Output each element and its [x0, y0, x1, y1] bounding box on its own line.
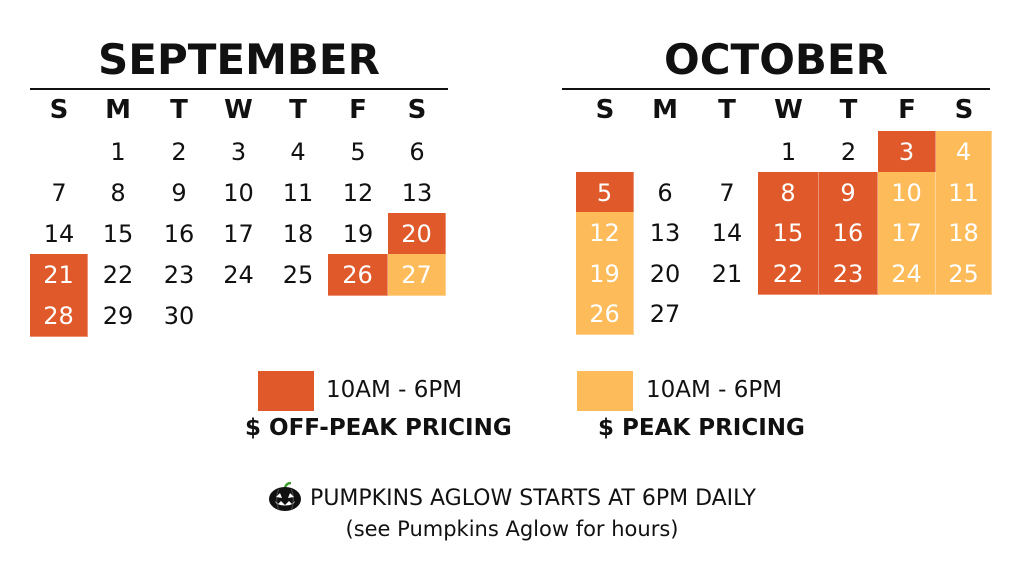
day-cell-peak: 12 [576, 212, 634, 254]
day-cell: 2 [171, 138, 187, 166]
weekday-label: M [105, 95, 131, 125]
month-divider [562, 88, 990, 90]
day-cell: 4 [290, 138, 306, 166]
day-cell: 22 [102, 261, 134, 289]
day-cell-off-peak: 5 [576, 172, 634, 214]
day-cell: 24 [223, 261, 254, 289]
weekday-label: W [774, 95, 803, 125]
day-cell: 6 [409, 138, 425, 166]
day-cell: 20 [649, 260, 681, 288]
day-cell-peak: 10 [878, 172, 936, 214]
day-cell-off-peak: 16 [819, 212, 878, 254]
weekday-label: T [289, 95, 307, 125]
day-cell: 16 [163, 220, 195, 248]
day-cell-off-peak: 9 [819, 172, 878, 214]
day-cell-off-peak: 22 [758, 253, 819, 295]
day-cell-off-peak: 21 [30, 254, 88, 296]
pumpkin-icon [269, 482, 302, 511]
day-cell-off-peak: 15 [758, 212, 819, 254]
day-cell: 11 [282, 179, 314, 207]
weekday-label: M [652, 95, 678, 125]
weekday-label: F [898, 95, 916, 125]
weekday-label: F [349, 95, 367, 125]
day-cell: 5 [350, 138, 366, 166]
day-cell-off-peak: 20 [388, 213, 446, 255]
weekday-label: S [49, 95, 69, 125]
weekday-label: S [407, 95, 427, 125]
day-cell: 7 [719, 179, 735, 207]
day-cell: 9 [171, 179, 187, 207]
weekday-label: T [839, 95, 858, 125]
peak-swatch [577, 371, 633, 411]
day-cell: 29 [102, 302, 134, 330]
day-cell: 7 [51, 179, 67, 207]
day-cell: 23 [163, 261, 195, 289]
day-cell: 10 [223, 179, 254, 207]
day-cell: 1 [110, 138, 126, 166]
day-cell-off-peak: 26 [328, 254, 388, 296]
off-peak-label: $ OFF-PEAK PRICING [245, 415, 512, 441]
off-peak-hours: 10AM - 6PM [326, 377, 463, 403]
day-cell-peak: 17 [878, 212, 936, 254]
pumpkins-aglow-notice: PUMPKINS AGLOW STARTS AT 6PM DAILY [0, 482, 1024, 514]
weekday-label: T [170, 95, 188, 125]
day-cell-peak: 25 [936, 253, 992, 295]
hours-note: (see Pumpkins Aglow for hours) [345, 517, 679, 541]
day-cell-peak: 26 [576, 293, 634, 335]
day-cell: 1 [780, 138, 797, 166]
day-cell: 21 [711, 260, 743, 288]
day-cell-peak: 27 [388, 254, 446, 296]
month-divider [30, 88, 448, 90]
day-cell: 14 [43, 220, 75, 248]
weekday-label: S [954, 95, 974, 125]
peak-hours: 10AM - 6PM [646, 377, 783, 403]
day-cell: 18 [282, 220, 314, 248]
notice-text: PUMPKINS AGLOW STARTS AT 6PM DAILY [310, 486, 756, 511]
peak-label: $ PEAK PRICING [598, 415, 805, 441]
weekday-label: S [595, 95, 615, 125]
day-cell-peak: 11 [936, 172, 992, 214]
day-cell: 14 [711, 219, 743, 247]
weekday-label: W [224, 95, 253, 125]
day-cell-peak: 4 [936, 131, 992, 173]
day-cell: 19 [342, 220, 374, 248]
day-cell: 6 [657, 179, 673, 207]
day-cell-off-peak: 23 [819, 253, 878, 295]
day-cell-peak: 18 [936, 212, 992, 254]
day-cell: 27 [649, 300, 681, 328]
day-cell: 8 [110, 179, 126, 207]
day-cell-peak: 24 [878, 253, 936, 295]
day-cell: 25 [282, 261, 314, 289]
day-cell: 12 [342, 179, 374, 207]
day-cell: 3 [230, 138, 247, 166]
off-peak-swatch [258, 371, 314, 411]
day-cell: 13 [401, 179, 433, 207]
day-cell: 2 [840, 138, 857, 166]
weekday-label: T [718, 95, 736, 125]
day-cell-off-peak: 3 [878, 131, 936, 173]
day-cell-off-peak: 28 [30, 295, 88, 337]
day-cell: 15 [102, 220, 134, 248]
day-cell: 13 [649, 219, 681, 247]
day-cell-peak: 19 [576, 253, 634, 295]
month-title: SEPTEMBER [98, 35, 380, 84]
day-cell: 17 [223, 220, 254, 248]
month-title: OCTOBER [664, 35, 888, 84]
day-cell-off-peak: 8 [758, 172, 819, 214]
day-cell: 30 [163, 302, 195, 330]
